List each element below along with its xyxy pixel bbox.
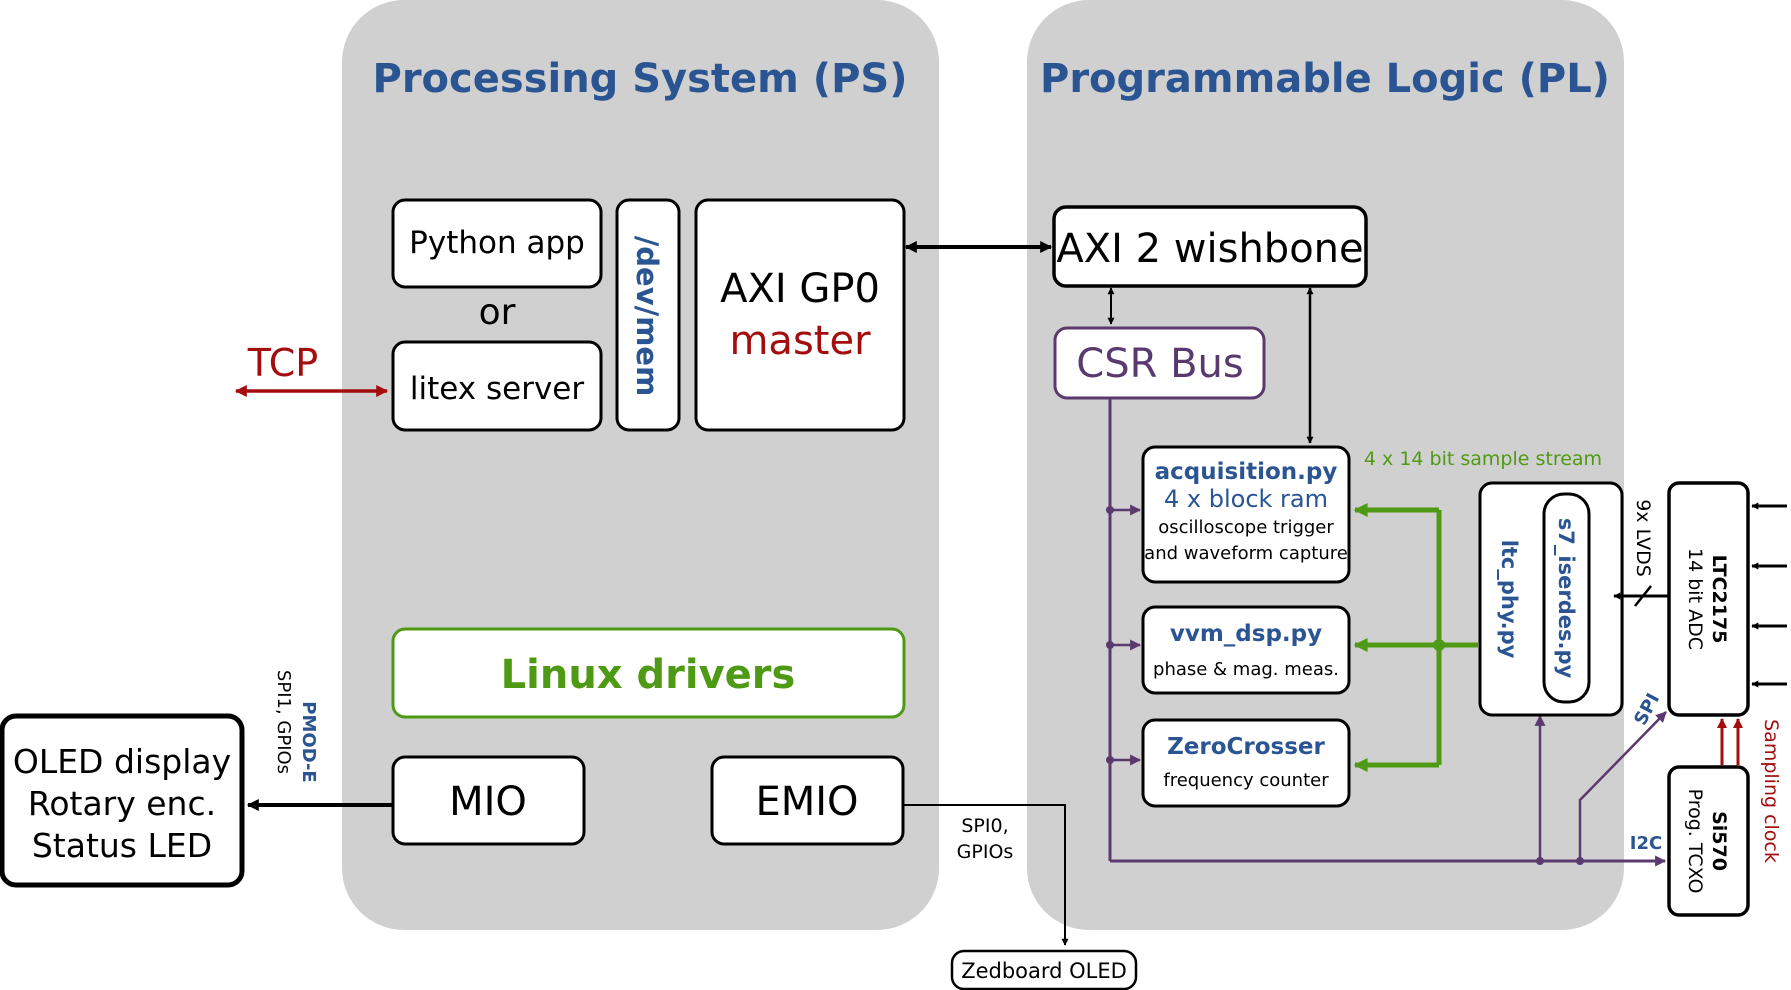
vvm-dsp-title: vvm_dsp.py bbox=[1170, 621, 1322, 647]
acquisition-desc1: oscilloscope trigger bbox=[1158, 517, 1334, 538]
s7-iserdes-block[interactable] bbox=[1542, 492, 1591, 704]
acquisition-desc2: and waveform capture bbox=[1144, 543, 1348, 564]
zedboard-oled-block[interactable] bbox=[950, 949, 1138, 990]
dev-mem-block[interactable] bbox=[615, 198, 681, 432]
tcp-label: TCP bbox=[247, 341, 318, 385]
lvds-label: 9x LVDS bbox=[1632, 499, 1654, 577]
si570-label: Si570 bbox=[1708, 811, 1730, 871]
axi2wishbone-label: AXI 2 wishbone bbox=[1056, 226, 1363, 272]
oled-line1: OLED display bbox=[13, 742, 231, 781]
sample-stream-label: 4 x 14 bit sample stream bbox=[1364, 448, 1602, 470]
s7-iserdes-label: s7_iserdes.py bbox=[1554, 518, 1578, 679]
axi-gp0-master-label: master bbox=[729, 318, 871, 364]
ltc-phy-label: ltc_phy.py bbox=[1497, 540, 1521, 659]
vvm-dsp-block[interactable] bbox=[1141, 605, 1351, 695]
oled-line3: Status LED bbox=[32, 826, 212, 865]
axi-gp0-label: AXI GP0 bbox=[720, 266, 880, 312]
csr-bus-label: CSR Bus bbox=[1076, 341, 1243, 387]
zedboard-oled-label: Zedboard OLED bbox=[961, 959, 1127, 983]
axi-gp0-block[interactable] bbox=[694, 198, 906, 432]
python-app-block[interactable] bbox=[391, 198, 603, 289]
mio-label: MIO bbox=[449, 779, 527, 825]
ltc2175-desc: 14 bit ADC bbox=[1684, 548, 1706, 650]
oled-block[interactable] bbox=[0, 713, 245, 888]
csr-spi-line bbox=[1578, 711, 1667, 861]
or-label: or bbox=[479, 292, 516, 333]
spi-label: SPI bbox=[1630, 690, 1664, 729]
python-app-label: Python app bbox=[409, 225, 585, 261]
stream-junction bbox=[1433, 639, 1445, 651]
dev-mem-label: /dev/mem bbox=[630, 236, 664, 397]
zerocrosser-block[interactable] bbox=[1141, 718, 1351, 808]
acquisition-sub: 4 x block ram bbox=[1164, 485, 1328, 513]
oled-line2: Rotary enc. bbox=[28, 784, 216, 823]
acquisition-title: acquisition.py bbox=[1155, 459, 1338, 485]
vvm-dsp-desc: phase & mag. meas. bbox=[1153, 659, 1339, 680]
i2c-label: I2C bbox=[1630, 833, 1662, 854]
linux-drivers-block[interactable] bbox=[391, 627, 906, 719]
litex-server-label: litex server bbox=[410, 371, 584, 407]
ltc2175-block[interactable] bbox=[1667, 481, 1750, 717]
linux-drivers-label: Linux drivers bbox=[501, 652, 796, 698]
si570-desc: Prog. TCXO bbox=[1684, 789, 1706, 894]
emio-label: EMIO bbox=[755, 779, 858, 825]
ltc2175-label: LTC2175 bbox=[1708, 555, 1730, 644]
lvds-slash bbox=[1634, 585, 1652, 607]
si570-block[interactable] bbox=[1667, 765, 1750, 917]
csr-junction-vvm bbox=[1106, 641, 1114, 649]
pl-title: Programmable Logic (PL) bbox=[1040, 56, 1610, 102]
csr-junction-spi bbox=[1576, 857, 1584, 865]
gpios-label: GPIOs bbox=[957, 841, 1014, 863]
litex-server-block[interactable] bbox=[391, 340, 603, 432]
zerocrosser-desc: frequency counter bbox=[1163, 770, 1329, 791]
csr-junction-acq bbox=[1106, 506, 1114, 514]
csr-junction-zc bbox=[1106, 756, 1114, 764]
zerocrosser-title: ZeroCrosser bbox=[1167, 734, 1325, 760]
acquisition-block[interactable] bbox=[1141, 445, 1351, 584]
sampling-clock-label: Sampling clock bbox=[1760, 719, 1782, 863]
emio-block[interactable] bbox=[710, 755, 905, 846]
axi2wishbone-block[interactable] bbox=[1052, 205, 1368, 288]
mio-block[interactable] bbox=[391, 755, 586, 846]
spi0-label: SPI0, bbox=[961, 815, 1008, 837]
csr-junction-phy bbox=[1536, 857, 1544, 865]
csr-bus-block[interactable] bbox=[1053, 326, 1266, 400]
pmod-e-sub-label: SPI1, GPIOs bbox=[273, 670, 294, 774]
ps-title: Processing System (PS) bbox=[373, 56, 908, 102]
emio-zedboard-arrow bbox=[903, 804, 1069, 946]
pmod-e-label: PMOD-E bbox=[298, 701, 319, 782]
